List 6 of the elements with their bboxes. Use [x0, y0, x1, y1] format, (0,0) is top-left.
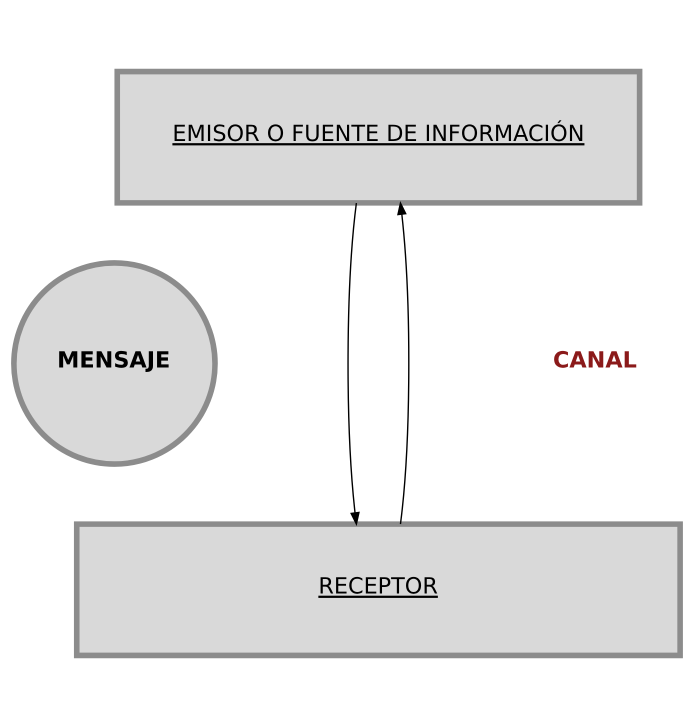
node-circle: MENSAJE	[11, 260, 218, 467]
node-box: RECEPTOR	[74, 521, 683, 658]
label: CANAL	[553, 347, 637, 374]
arrow	[347, 202, 360, 526]
node-box: EMISOR O FUENTE DE INFORMACIÓN	[114, 68, 642, 206]
arrow	[397, 200, 410, 524]
